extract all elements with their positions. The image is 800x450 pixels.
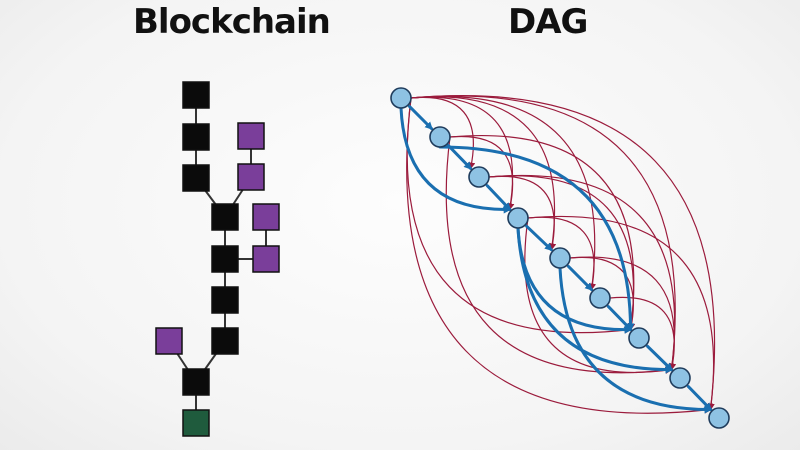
reference-edge [410,95,676,371]
orphan-block [252,203,280,231]
reference-edge [524,217,673,374]
reference-edge [488,174,676,371]
main-edge [516,226,633,334]
dag-node [589,287,611,309]
dag-node [628,327,650,349]
orphan-block [155,327,183,355]
orphan-block [237,122,265,150]
main-edge [407,104,434,131]
main-chain-block [211,203,239,231]
orphan-block [252,245,280,273]
reference-edge [406,97,712,414]
reference-edge [488,175,635,331]
reference-edge [609,296,677,371]
main-edge [399,106,512,214]
dag-node [390,87,412,109]
reference-edge [410,95,716,411]
main-edge [446,144,473,170]
main-edge [566,264,594,292]
genesis-block [182,409,210,437]
main-chain-block [211,286,239,314]
reference-edge [410,95,596,291]
main-edge [438,145,635,332]
main-edge [646,344,673,372]
main-edge [686,385,713,411]
main-edge [606,305,633,331]
dag-node [549,247,571,269]
dag-node [468,166,490,188]
dag-nodes [390,87,730,429]
dag-main-edges [399,104,713,414]
orphan-block [237,163,265,191]
main-chain-block [211,245,239,273]
main-edge [516,226,674,374]
dag-node [708,407,730,429]
main-edge [525,224,553,252]
blockchain-blocks [155,81,280,437]
dag-node [429,126,451,148]
main-chain-block [182,164,210,192]
main-edge [558,266,713,414]
main-chain-block [211,327,239,355]
dag-reference-edges [406,95,716,414]
dag-diagram [390,87,730,429]
blockchain-title: Blockchain [133,2,331,42]
reference-edge [410,96,556,251]
main-chain-block [182,81,210,109]
main-edge [485,184,512,211]
reference-edge [445,136,673,374]
dag-title: DAG [508,2,588,42]
reference-edge [527,215,715,411]
dag-node [669,367,691,389]
reference-edge [406,97,632,334]
dag-node [507,207,529,229]
blockchain-diagram [155,81,280,437]
main-chain-block [182,123,210,151]
main-chain-block [182,368,210,396]
